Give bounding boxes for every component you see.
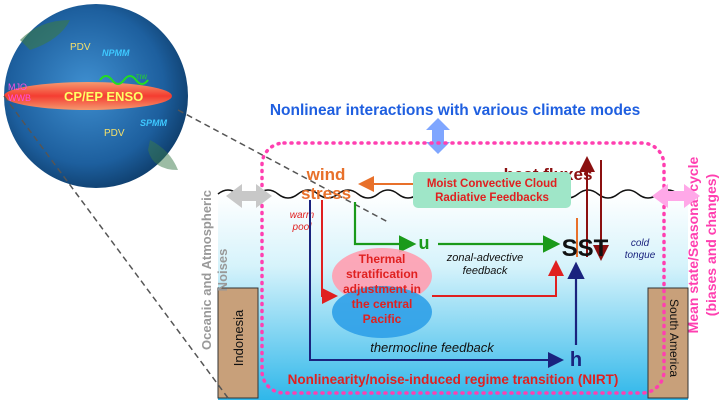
noise-label-line2: Noises: [215, 249, 230, 292]
zonal-line1: zonal-advective: [446, 252, 523, 264]
moist-line1: Moist Convective Cloud: [427, 178, 557, 190]
indonesia-label: Indonesia: [231, 309, 246, 366]
thermal-line5: Pacific: [363, 312, 402, 326]
nirt-label: Nonlinearity/noise-induced regime transi…: [288, 372, 619, 387]
wind-to-u-arrow: [353, 202, 417, 253]
warm-label: warm: [290, 210, 314, 221]
thermal-line4: the central: [352, 297, 413, 311]
globe-land-patch: [20, 20, 70, 50]
h-label: h: [570, 349, 582, 371]
mean-state-line2: (biases and changes): [703, 174, 719, 316]
wind-label: wind: [306, 165, 346, 184]
tiw-wave: [99, 75, 149, 85]
thermal-line2: stratification: [346, 267, 418, 281]
tiw-label: TIW: [136, 75, 147, 81]
wind-to-thermal-arrow: [321, 200, 338, 304]
wind-to-h-arrow: [309, 200, 564, 368]
globe-land-patch: [148, 140, 178, 170]
blue-double-arrow: [426, 118, 450, 154]
thermocline-feedback-label: thermocline feedback: [370, 340, 495, 355]
mean-state-line1: Mean state/Seasonal cycle: [685, 156, 701, 333]
tongue-label: tongue: [625, 250, 656, 261]
globe: PDV NPMM TIW CP/EP ENSO MJO WWB SPMM PDV: [4, 4, 188, 188]
u-label: u: [419, 233, 430, 253]
moist-line2: Radiative Feedbacks: [435, 192, 549, 204]
cold-label: cold: [631, 238, 650, 249]
thermal-to-sst-arrow: [432, 260, 564, 297]
stress-label: stress: [301, 184, 351, 203]
thermal-ellipse-bottom: [332, 286, 432, 338]
south-america-label: South America: [667, 299, 681, 377]
npmm-label: NPMM: [102, 48, 130, 58]
zonal-line2: feedback: [463, 265, 508, 277]
dotted-frame: [260, 141, 666, 395]
enso-label: CP/EP ENSO: [64, 89, 143, 104]
thermal-line3: adjustment in: [343, 282, 421, 296]
pdv-north-label: PDV: [70, 42, 91, 53]
enso-band: [4, 82, 172, 110]
noise-double-arrow: [226, 184, 272, 208]
mean-state-double-arrow: [652, 184, 700, 208]
pool-label: pool: [292, 222, 313, 233]
moist-convective-box: [413, 172, 571, 208]
nonlinear-title: Nonlinear interactions with various clim…: [270, 102, 640, 119]
indonesia-land: [217, 287, 259, 399]
noise-label-line1: Oceanic and Atmospheric: [199, 190, 214, 350]
south-america-land: [647, 287, 689, 399]
wwb-label: WWB: [8, 93, 31, 103]
mjo-label: MJO: [8, 82, 27, 92]
thermal-line1: Thermal: [359, 252, 406, 266]
leader-line-lower: [3, 95, 229, 399]
sst-label: SST: [562, 235, 609, 262]
pdv-south-label: PDV: [104, 128, 125, 139]
spmm-label: SPMM: [140, 118, 168, 128]
